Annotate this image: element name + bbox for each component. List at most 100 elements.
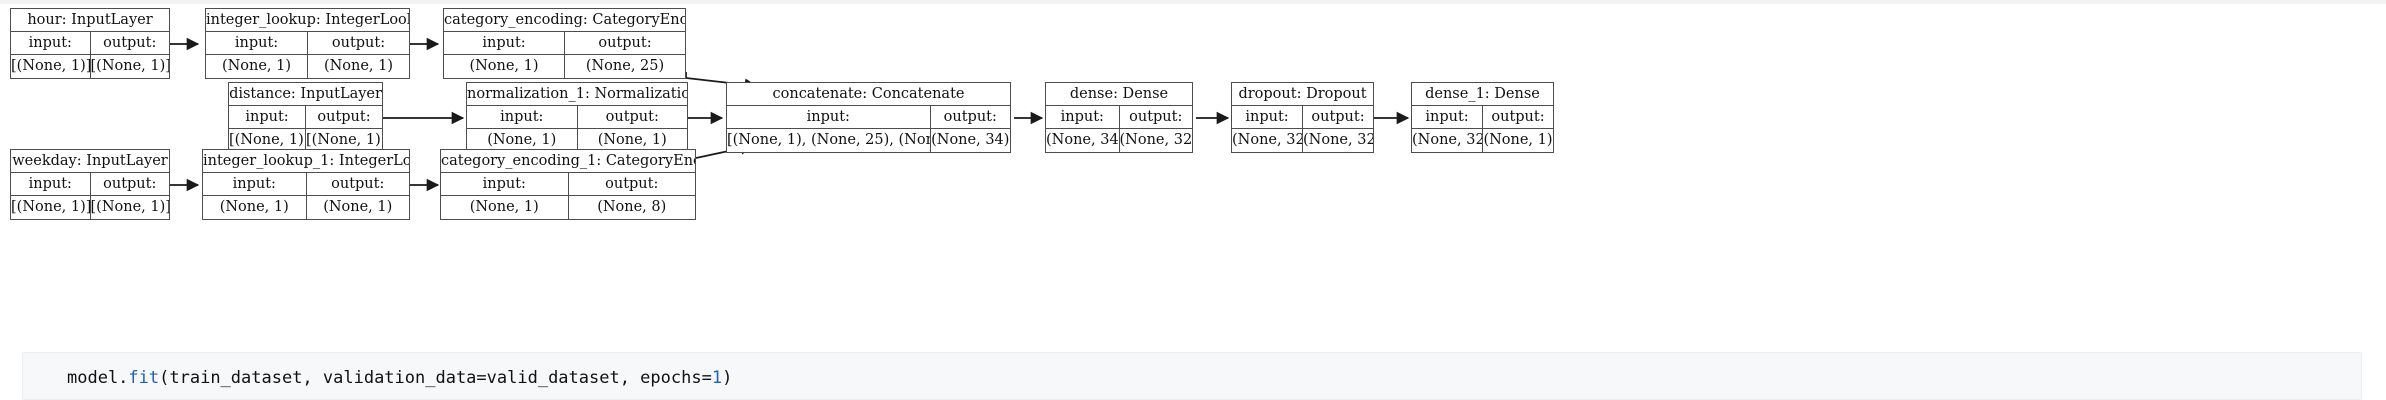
node-category-encoding[interactable]: category_encoding: CategoryEncoding inpu… xyxy=(443,8,686,79)
node-io-shapes: (None, 32) (None, 32) xyxy=(1232,129,1373,152)
node-io-labels: input: output: xyxy=(441,173,695,196)
code-line[interactable]: model.fit(train_dataset, validation_data… xyxy=(67,367,732,389)
node-io-labels: input: output: xyxy=(444,32,685,55)
node-title: hour: InputLayer xyxy=(11,9,169,32)
node-title: concatenate: Concatenate xyxy=(727,83,1010,106)
input-label: input: xyxy=(1245,109,1289,125)
output-label: output: xyxy=(564,32,685,54)
input-shape: (None, 1) xyxy=(469,199,539,215)
node-io-labels: input: output: xyxy=(203,173,409,196)
node-title: category_encoding_1: CategoryEncoding xyxy=(441,150,695,173)
node-distance[interactable]: distance: InputLayer input: output: [(No… xyxy=(228,82,383,153)
node-io-labels: input: output: xyxy=(11,173,169,196)
input-shape: [(None, 1)] xyxy=(11,58,90,74)
input-shape: [(None, 1)] xyxy=(229,132,305,148)
node-io-labels: input: output: xyxy=(467,106,687,129)
node-io-shapes: [(None, 1), (None, 25), (None, 8)] (None… xyxy=(727,129,1010,152)
input-label: input: xyxy=(806,109,850,125)
output-shape: [(None, 1)] xyxy=(305,129,382,152)
output-label: output: xyxy=(89,173,170,195)
node-io-shapes: (None, 1) (None, 8) xyxy=(441,196,695,219)
output-shape: (None, 32) xyxy=(1118,129,1192,152)
code-function-name: fit xyxy=(128,368,160,388)
node-io-shapes: (None, 32) (None, 1) xyxy=(1412,129,1553,152)
output-shape: (None, 1) xyxy=(305,196,410,219)
output-label: output: xyxy=(576,106,688,128)
input-label: input: xyxy=(482,176,526,192)
input-label: input: xyxy=(28,176,72,192)
input-shape: (None, 1) xyxy=(469,58,539,74)
input-shape: [(None, 1)] xyxy=(11,199,90,215)
input-label: input: xyxy=(482,35,526,51)
output-shape: (None, 8) xyxy=(567,196,696,219)
input-label: input: xyxy=(232,176,276,192)
node-io-shapes: [(None, 1)] [(None, 1)] xyxy=(11,55,169,78)
output-shape: [(None, 1)] xyxy=(89,55,169,78)
code-epochs-value: 1 xyxy=(711,368,723,388)
code-prefix: model. xyxy=(67,368,129,388)
node-weekday[interactable]: weekday: InputLayer input: output: [(Non… xyxy=(10,149,170,220)
node-io-labels: input: output: xyxy=(727,106,1010,129)
output-shape: (None, 32) xyxy=(1302,129,1373,152)
node-hour[interactable]: hour: InputLayer input: output: [(None, … xyxy=(10,8,170,79)
output-shape: (None, 1) xyxy=(307,55,409,78)
input-label: input: xyxy=(1060,109,1104,125)
node-title: dense_1: Dense xyxy=(1412,83,1553,106)
output-label: output: xyxy=(305,106,382,128)
code-cell[interactable]: model.fit(train_dataset, validation_data… xyxy=(22,352,2362,400)
input-shape: (None, 1) xyxy=(487,132,557,148)
node-io-shapes: (None, 1) (None, 1) xyxy=(203,196,409,219)
output-label: output: xyxy=(929,106,1010,128)
code-args-post: ) xyxy=(722,368,733,388)
node-title: integer_lookup_1: IntegerLookup xyxy=(203,150,409,173)
node-title: integer_lookup: IntegerLookup xyxy=(206,9,409,32)
output-shape: [(None, 1)] xyxy=(89,196,169,219)
input-shape: (None, 32) xyxy=(1232,132,1302,148)
node-io-labels: input: output: xyxy=(206,32,409,55)
input-shape: [(None, 1), (None, 25), (None, 8)] xyxy=(727,132,930,148)
model-architecture-diagram: hour: InputLayer input: output: [(None, … xyxy=(10,8,1554,220)
node-title: category_encoding: CategoryEncoding xyxy=(444,9,685,32)
output-shape: (None, 1) xyxy=(1482,129,1553,152)
output-label: output: xyxy=(307,32,409,54)
node-title: weekday: InputLayer xyxy=(11,150,169,173)
top-strip xyxy=(0,0,2386,4)
node-integer-lookup-1[interactable]: integer_lookup_1: IntegerLookup input: o… xyxy=(202,149,410,220)
node-io-shapes: (None, 1) (None, 1) xyxy=(467,129,687,152)
node-io-shapes: (None, 1) (None, 1) xyxy=(206,55,409,78)
input-label: input: xyxy=(28,35,72,51)
node-io-shapes: [(None, 1)] [(None, 1)] xyxy=(11,196,169,219)
input-shape: (None, 1) xyxy=(221,58,292,74)
input-label: input: xyxy=(234,35,279,51)
node-io-labels: input: output: xyxy=(11,32,169,55)
node-title: distance: InputLayer xyxy=(229,83,382,106)
output-shape: (None, 1) xyxy=(576,129,688,152)
output-label: output: xyxy=(89,32,170,54)
node-title: dropout: Dropout xyxy=(1232,83,1373,106)
input-shape: (None, 1) xyxy=(219,199,289,215)
node-title: normalization_1: Normalization xyxy=(467,83,687,106)
node-io-labels: input: output: xyxy=(229,106,382,129)
input-label: input: xyxy=(500,109,544,125)
input-label: input: xyxy=(1425,109,1469,125)
node-io-shapes: (None, 34) (None, 32) xyxy=(1046,129,1192,152)
node-concatenate[interactable]: concatenate: Concatenate input: output: … xyxy=(726,82,1011,153)
node-dense-1[interactable]: dense_1: Dense input: output: (None, 32)… xyxy=(1411,82,1554,153)
node-io-labels: input: output: xyxy=(1046,106,1192,129)
node-dense[interactable]: dense: Dense input: output: (None, 34) (… xyxy=(1045,82,1193,153)
node-normalization-1[interactable]: normalization_1: Normalization input: ou… xyxy=(466,82,688,153)
node-title: dense: Dense xyxy=(1046,83,1192,106)
output-label: output: xyxy=(1302,106,1373,128)
output-shape: (None, 25) xyxy=(564,55,685,78)
node-io-shapes: [(None, 1)] [(None, 1)] xyxy=(229,129,382,152)
node-dropout[interactable]: dropout: Dropout input: output: (None, 3… xyxy=(1231,82,1374,153)
output-label: output: xyxy=(305,173,410,195)
output-label: output: xyxy=(1482,106,1553,128)
input-shape: (None, 34) xyxy=(1046,132,1119,148)
node-category-encoding-1[interactable]: category_encoding_1: CategoryEncoding in… xyxy=(440,149,696,220)
node-io-labels: input: output: xyxy=(1412,106,1553,129)
node-integer-lookup[interactable]: integer_lookup: IntegerLookup input: out… xyxy=(205,8,410,79)
input-shape: (None, 32) xyxy=(1412,132,1482,148)
node-io-shapes: (None, 1) (None, 25) xyxy=(444,55,685,78)
node-io-labels: input: output: xyxy=(1232,106,1373,129)
